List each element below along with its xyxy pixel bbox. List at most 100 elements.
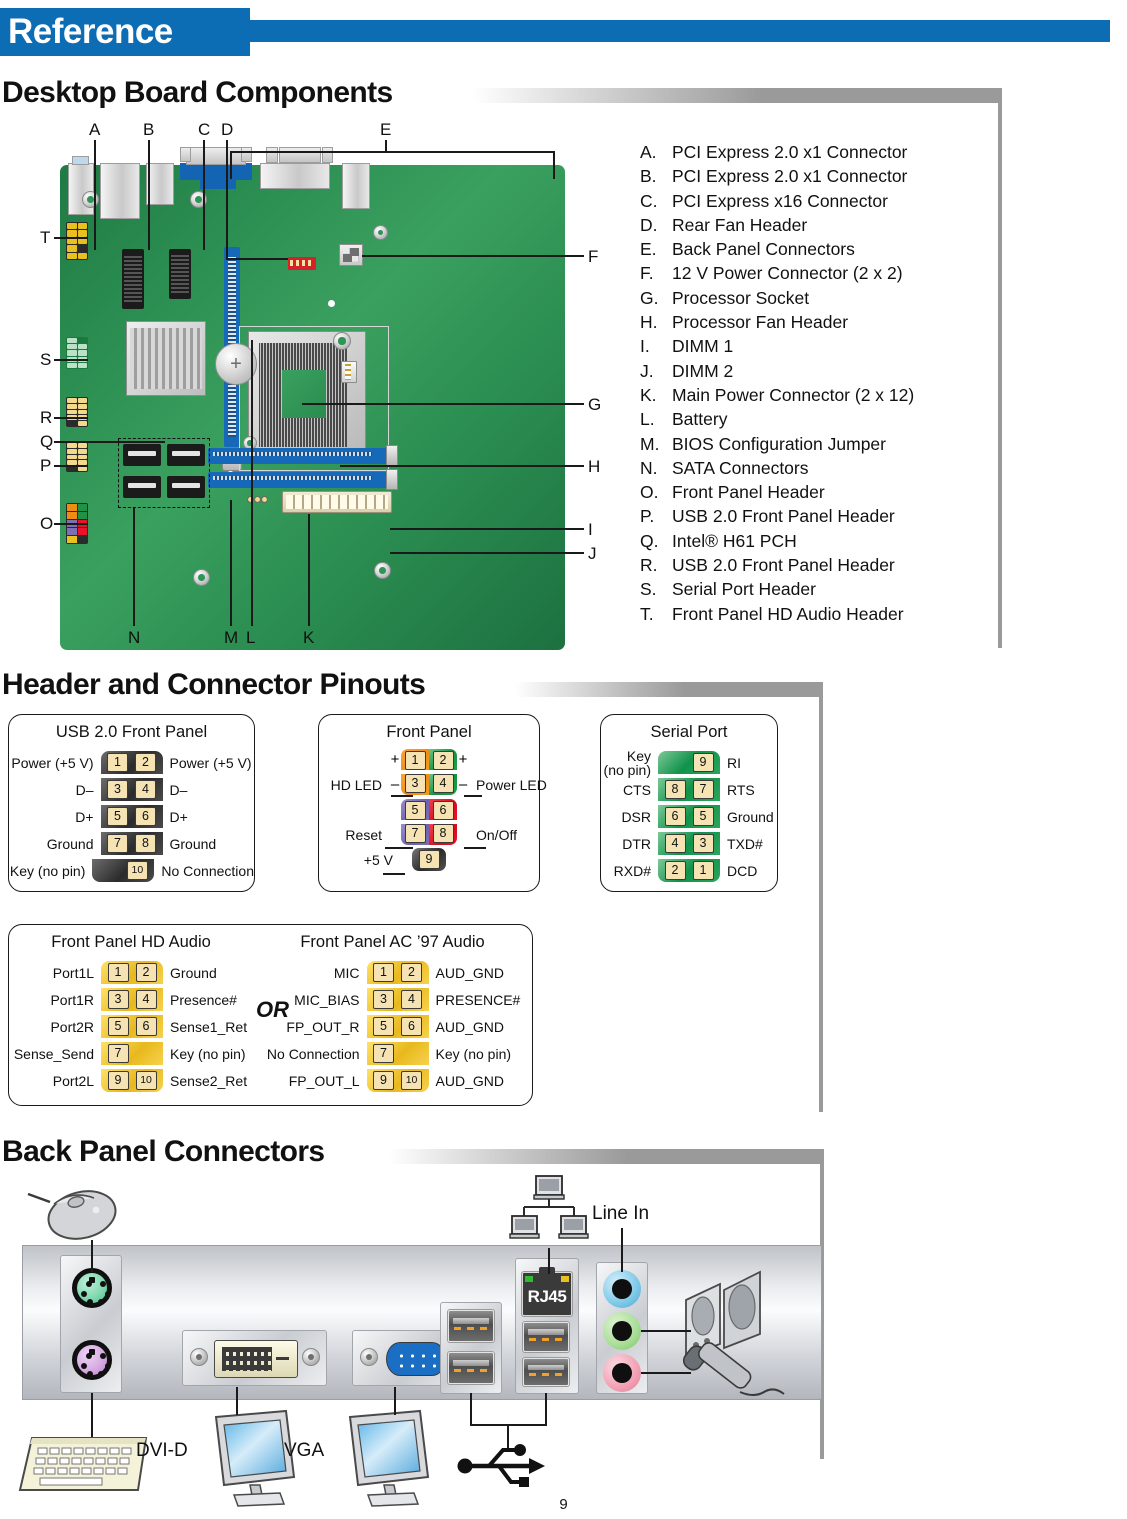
callout-m: M <box>224 628 239 647</box>
leader-d2 <box>226 258 288 260</box>
usb-icon <box>457 1444 545 1487</box>
pin-number: 3 <box>404 774 426 793</box>
reference-badge: Reference <box>0 8 250 56</box>
sata-connector <box>123 476 161 498</box>
leader-o <box>54 523 88 525</box>
leader-e <box>385 140 387 152</box>
audio-jack-mic <box>603 1354 641 1392</box>
pin-number: 9 <box>107 1071 129 1090</box>
vga-connector <box>386 1342 446 1376</box>
board-header-hd-audio <box>66 222 88 260</box>
pin-number: 4 <box>432 774 454 793</box>
pin-number: 2 <box>135 753 156 772</box>
component-label: BIOS Configuration Jumper <box>672 433 886 454</box>
pin-number: 10 <box>126 861 148 880</box>
connector-shell: 9 10 <box>101 1069 164 1092</box>
vga-pin-array <box>393 1348 439 1370</box>
component-label: 12 V Power Connector (2 x 2) <box>672 263 903 284</box>
pinout-row: Sense_Send 7 Key (no pin) <box>9 1040 253 1067</box>
connector-shell: 1 2 <box>101 961 164 984</box>
component-item: H.Processor Fan Header <box>640 310 1000 334</box>
sign-plus-left: + <box>390 751 400 768</box>
pinout-ac97-audio: Front Panel AC ’97 Audio MIC 1 2 AUD_GND… <box>253 925 532 1094</box>
component-label: Battery <box>672 409 728 430</box>
pin-number: 5 <box>404 801 426 820</box>
rear-fan-header-d <box>288 257 316 270</box>
pin-label-right: Power (+5 V) <box>169 754 252 771</box>
ps2-mouse-ring <box>77 1273 107 1303</box>
leader-p <box>54 465 88 467</box>
component-letter: Q. <box>640 530 659 551</box>
pin-label-hd-led: HD LED <box>330 776 382 793</box>
callout-o: O <box>40 514 54 533</box>
mount-hole <box>190 191 207 208</box>
section-title-pinouts: Header and Connector Pinouts <box>2 668 426 701</box>
leader-usb-1 <box>470 1393 472 1425</box>
callout-l: L <box>246 628 256 647</box>
pin-label-right: RI <box>727 754 741 771</box>
component-item: C.PCI Express x16 Connector <box>640 189 1000 213</box>
pin-number: 5 <box>373 1017 395 1036</box>
component-item: E.Back Panel Connectors <box>640 237 1000 261</box>
pin-label-right: Presence# <box>170 991 237 1008</box>
socket-lever-pivot <box>333 332 351 350</box>
component-item: N.SATA Connectors <box>640 456 1000 480</box>
component-label: DIMM 1 <box>672 336 734 357</box>
pinout-row: Port2R 5 6 Sense1_Ret <box>9 1013 253 1040</box>
callout-s: S <box>40 350 52 369</box>
pin-number: 7 <box>404 824 426 843</box>
connector-shell: 9 10 <box>366 1069 429 1092</box>
page-header: Reference <box>0 8 1110 56</box>
leader-c <box>203 140 205 250</box>
board-header-serial <box>66 337 88 369</box>
pin-label-right: Ground <box>169 835 217 852</box>
section-rule-backpanel <box>388 1149 824 1164</box>
pinout-row: D+ 5 6 D+ <box>9 803 254 830</box>
processor-socket-area <box>239 326 389 471</box>
leader-l <box>251 340 253 626</box>
pin-label-power-led: Power LED <box>476 776 547 793</box>
pin-number: 3 <box>692 834 714 853</box>
mount-hole <box>193 569 210 586</box>
pin-label-right: Ground <box>170 964 217 981</box>
usb-port <box>523 1358 569 1386</box>
dimm-clip-2 <box>386 469 398 490</box>
desktop-board-diagram: A B C D E F G H I J T S R Q P O N M L K <box>40 120 620 650</box>
component-label: SATA Connectors <box>672 457 809 478</box>
pinout-rows: Port1L 1 2 Ground Port1R 3 4 Presence# <box>9 959 253 1094</box>
connector-shell: 2 1 <box>658 859 720 882</box>
pin-number: 7 <box>107 1044 129 1063</box>
pinout-usb-front-panel: USB 2.0 Front Panel Power (+5 V) 1 2 Pow… <box>8 714 255 892</box>
jack-hole <box>612 1279 632 1299</box>
pin-label-right: DCD <box>727 862 758 879</box>
pin-number: 1 <box>373 963 395 982</box>
component-label: PCI Express 2.0 x1 Connector <box>672 166 908 187</box>
pinout-row: FP_OUT_R 5 6 AUD_GND <box>253 1013 532 1040</box>
pin-label-left: Power (+5 V) <box>11 754 94 771</box>
component-label: Back Panel Connectors <box>672 239 855 260</box>
callout-r: R <box>40 408 53 427</box>
component-item: F.12 V Power Connector (2 x 2) <box>640 261 1000 285</box>
pinout-row: Port2L 9 10 Sense2_Ret <box>9 1067 253 1094</box>
component-letter: I. <box>640 336 650 357</box>
intel-h61-pch-q <box>126 321 206 396</box>
pinout-rows: + 1 2 + HD LED – 3 4 – Power LED 5 6 <box>319 747 547 872</box>
pinout-title: Front Panel AC ’97 Audio <box>300 933 485 951</box>
callout-k: K <box>303 628 315 647</box>
component-item: B.PCI Express 2.0 x1 Connector <box>640 164 1000 188</box>
leader-i <box>390 528 584 530</box>
leader-e-left <box>230 151 232 179</box>
dvi-blade <box>275 1357 289 1361</box>
connector-shell: 9 <box>658 751 720 774</box>
pcie-x1-slot-b <box>169 249 191 299</box>
callout-e: E <box>380 120 392 139</box>
pinout-row: + 1 2 + <box>319 747 539 772</box>
callout-c: C <box>198 120 211 139</box>
component-letter: O. <box>640 482 659 503</box>
pin-label-left: Port2R <box>50 1018 95 1035</box>
leader-e-right <box>553 151 555 179</box>
callout-b: B <box>143 120 155 139</box>
connector-shell: 10 <box>92 859 155 882</box>
io-audio-stack <box>342 163 370 209</box>
audio-jack-line-out <box>603 1312 641 1350</box>
